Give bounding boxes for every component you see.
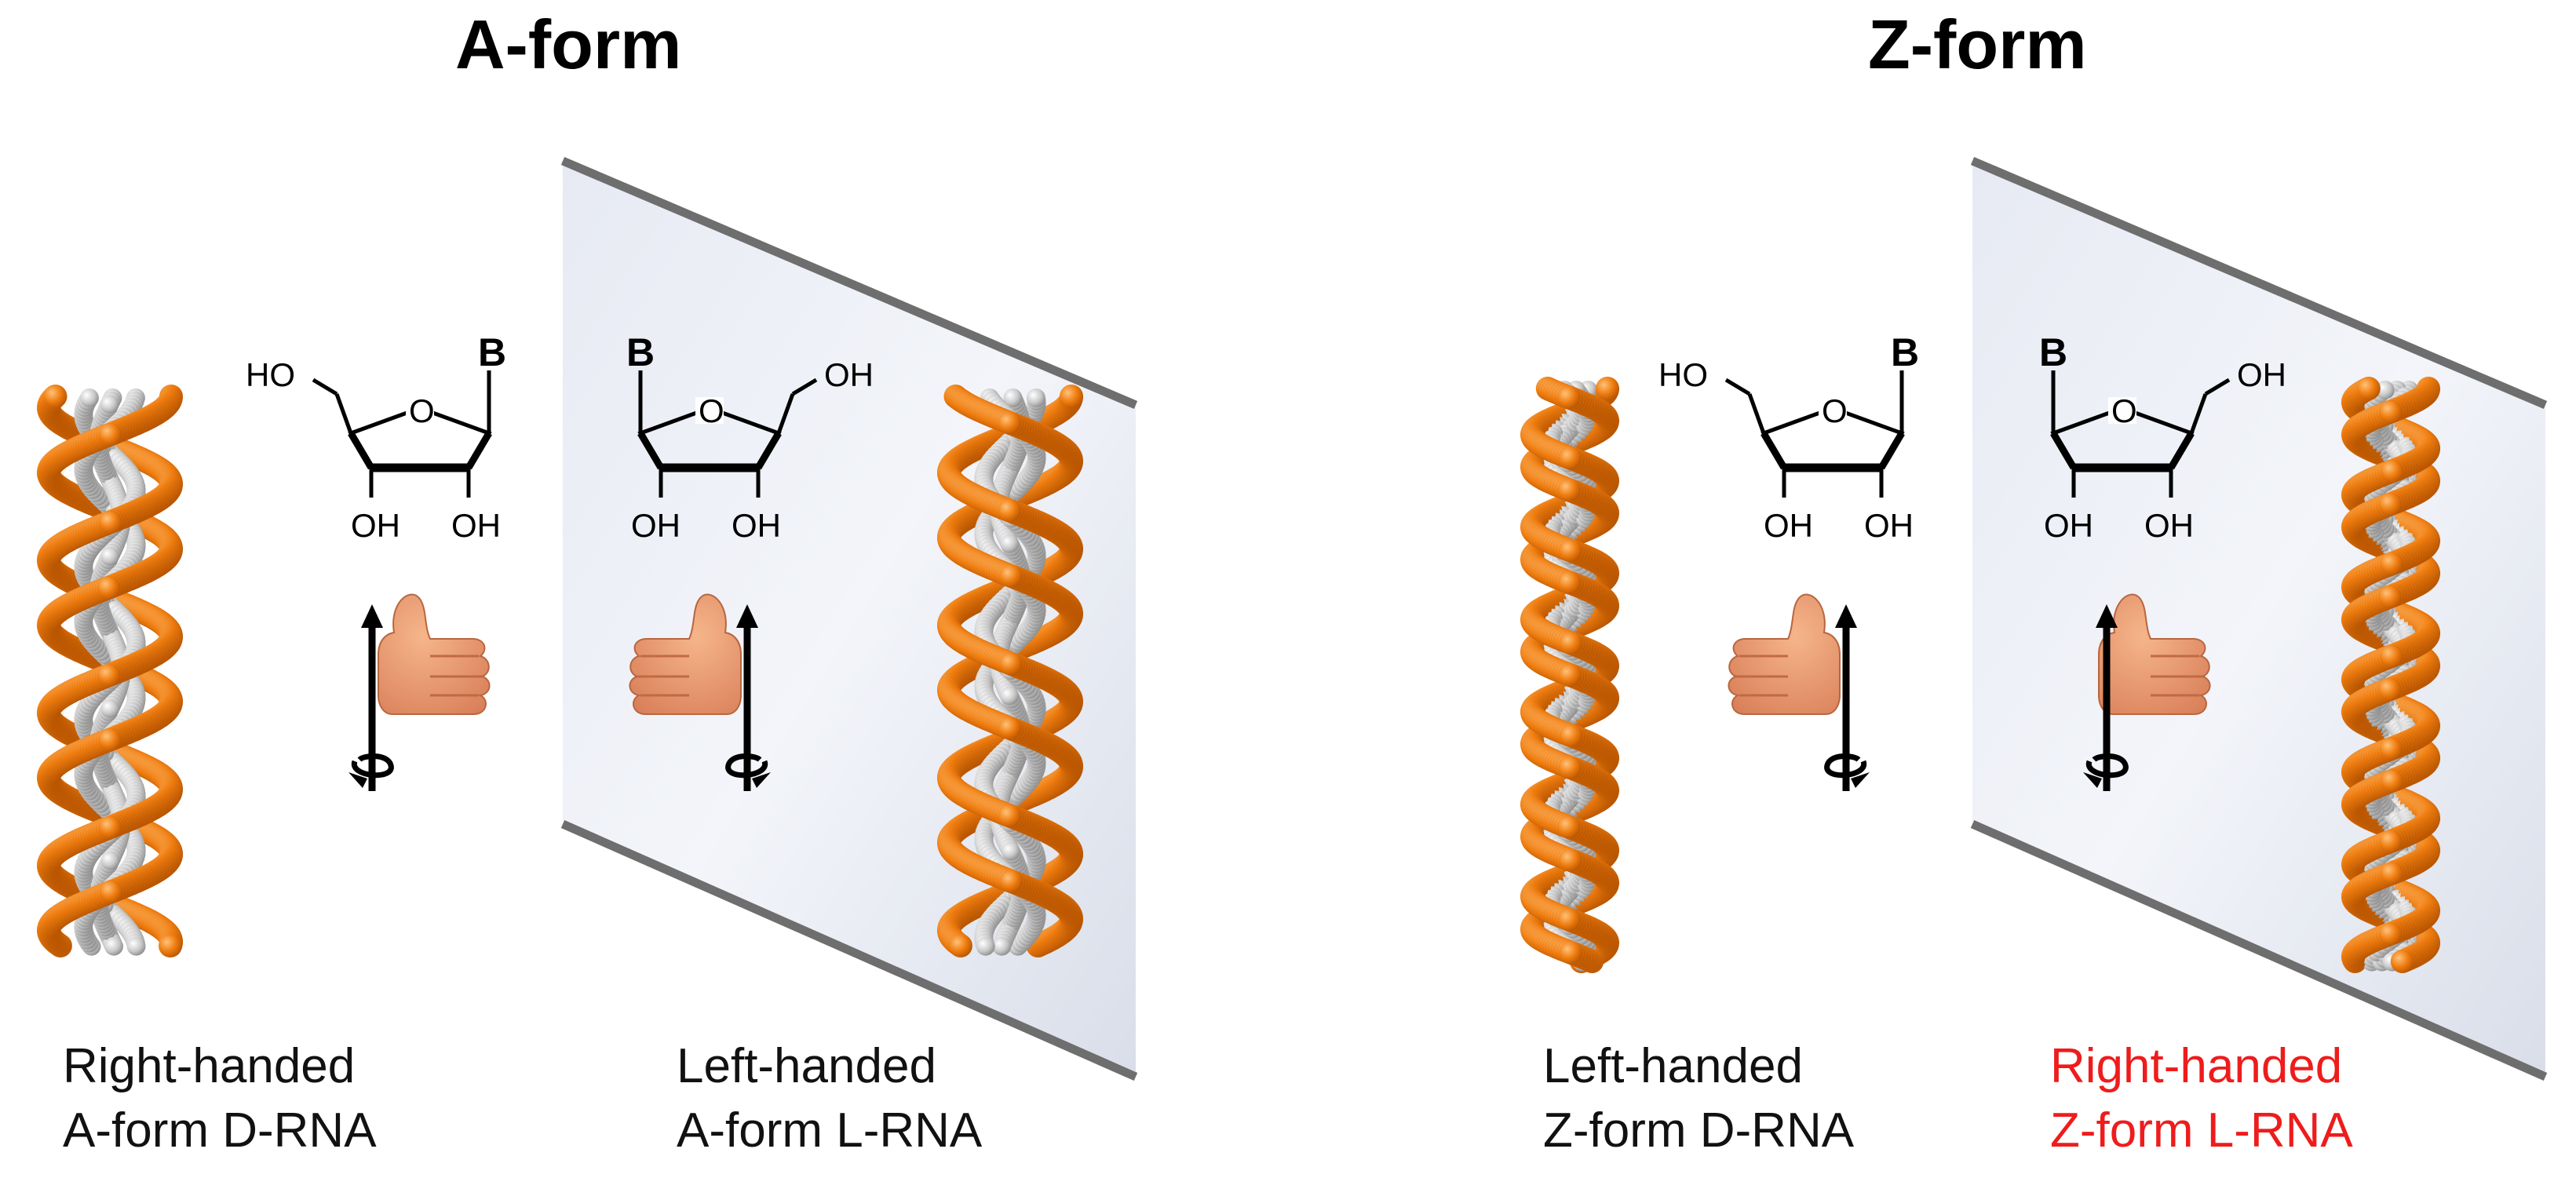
double-helix-icon (37, 385, 183, 957)
atom-sphere (104, 936, 123, 956)
atom-sphere (997, 498, 1021, 523)
atom-sphere (948, 934, 972, 957)
atom-sphere (992, 936, 1012, 956)
atom-sphere (99, 880, 123, 904)
atom-sphere (1559, 940, 1583, 965)
atom-sphere (1000, 686, 1020, 706)
atom-sphere (159, 934, 182, 957)
atom-sphere (998, 651, 1023, 676)
atom-sphere (998, 804, 1022, 828)
atom-sphere (1556, 815, 1581, 839)
atom-sphere (999, 869, 1023, 893)
panel-title-a-form: A-form (455, 5, 682, 83)
atom-sphere (98, 815, 122, 840)
double-helix-icon (1520, 377, 1619, 973)
atom-sphere (976, 936, 995, 956)
atom-sphere (1557, 478, 1581, 502)
atom-sphere (97, 663, 121, 687)
atom-sphere (100, 546, 119, 566)
atom-sphere (1558, 848, 1582, 872)
atom-sphere (1558, 446, 1582, 470)
atom-sphere (1559, 631, 1583, 655)
atom-sphere (1000, 534, 1020, 553)
atom-sphere (79, 388, 99, 407)
atom-sphere (1558, 538, 1582, 563)
atom-sphere (998, 716, 1022, 740)
atom-sphere (126, 936, 146, 956)
atom-sphere (98, 422, 122, 447)
atom-sphere (998, 563, 1023, 588)
atom-sphere (1557, 907, 1582, 932)
atom-sphere (1556, 385, 1581, 410)
atom-sphere (100, 851, 120, 870)
atom-sphere (1559, 724, 1583, 748)
atom-sphere (998, 410, 1022, 435)
atom-sphere (1001, 841, 1020, 861)
atom-sphere (1596, 377, 1619, 400)
mirror-plane-icon (1970, 156, 2548, 1081)
atom-sphere (98, 510, 122, 534)
atom-sphere (1026, 388, 1045, 407)
atom-sphere (1557, 571, 1582, 595)
double-helix-icon (937, 385, 1083, 957)
atom-sphere (100, 698, 120, 718)
atom-sphere (1060, 385, 1083, 408)
atom-sphere (100, 395, 119, 414)
atom-sphere (98, 728, 122, 752)
atom-sphere (43, 385, 68, 408)
atom-sphere (1558, 755, 1582, 779)
panel-title-z-form: Z-form (1868, 5, 2087, 83)
atom-sphere (1558, 663, 1582, 687)
atom-sphere (97, 575, 121, 600)
